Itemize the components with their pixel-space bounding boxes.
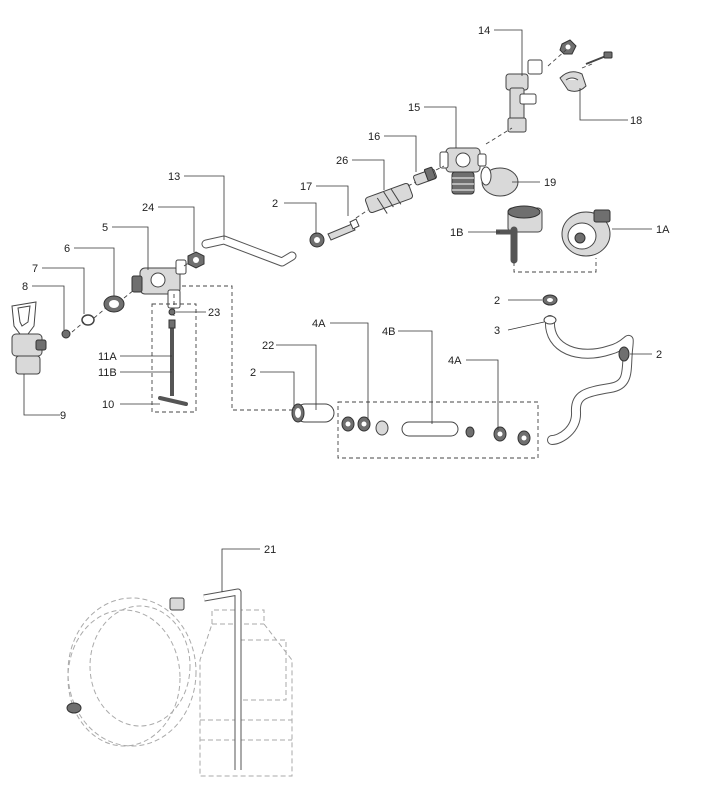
callout-15: 15: [408, 102, 420, 114]
callout-18: 18: [630, 115, 642, 127]
screw-icon: [585, 51, 613, 65]
callout-7: 7: [32, 263, 38, 275]
callout-8: 8: [22, 281, 28, 293]
part-18-clip: [559, 71, 587, 92]
part-6-ring: [103, 295, 125, 313]
part-21-container-assembly: [66, 588, 293, 777]
hose-cap-icon: [169, 597, 185, 611]
part-22-hose-piece: [291, 403, 335, 423]
callout-17: 17: [300, 181, 312, 193]
callout-24: 24: [142, 202, 154, 214]
part-8-washer: [61, 329, 71, 339]
part-26-coupling: [364, 182, 414, 214]
callout-26: 26: [336, 155, 348, 167]
part-4b-tube: [401, 421, 475, 438]
part-1b-adaptor: [496, 205, 543, 264]
callout-19: 19: [544, 177, 556, 189]
part-3-hose: [543, 315, 634, 445]
part-19-cap: [480, 166, 519, 197]
callout-23: 23: [208, 307, 220, 319]
leader-lines: [23, 29, 652, 592]
callout-2-right: 2: [656, 349, 662, 361]
part-2-clamp-top: [309, 232, 325, 248]
callout-6: 6: [64, 243, 70, 255]
callout-13: 13: [168, 171, 180, 183]
callout-labels: 14 15 16 26 17 13 24 5 6 7 8 9 2 23 11A …: [22, 25, 670, 556]
callout-14: 14: [478, 25, 490, 37]
callout-4a-left: 4A: [312, 318, 326, 330]
part-7-oring: [81, 314, 95, 326]
part-4a-connector-right: [493, 426, 531, 446]
part-5-tap-body: [131, 259, 187, 309]
callout-21: 21: [264, 544, 276, 556]
callout-5: 5: [102, 222, 108, 234]
callout-16: 16: [368, 131, 380, 143]
callout-3: 3: [494, 325, 500, 337]
part-4a-connector-left: [341, 416, 389, 436]
callout-2-left: 2: [250, 367, 256, 379]
callout-2-top: 2: [272, 198, 278, 210]
part-13-hose: [201, 235, 297, 267]
callout-1b: 1B: [450, 227, 463, 239]
part-15-valve-body: [439, 147, 487, 195]
part-2-clamp-mid: [542, 294, 558, 306]
callout-4a-right: 4A: [448, 355, 462, 367]
callout-2-mid: 2: [494, 295, 500, 307]
part-16-connector: [413, 166, 437, 186]
part-23-small-seal: [168, 308, 176, 316]
callout-11b: 11B: [98, 367, 117, 379]
callout-9: 9: [60, 410, 66, 422]
part-10-t-handle: [158, 396, 188, 406]
part-11-rod: [168, 319, 176, 396]
part-14-elbow-fitting: [505, 59, 543, 133]
callout-1a: 1A: [656, 224, 670, 236]
callout-10: 10: [102, 399, 114, 411]
part-17-barb-stem: [327, 218, 360, 241]
callout-4b: 4B: [382, 326, 395, 338]
nut-icon: [559, 39, 577, 55]
part-1a-coupler: [561, 209, 611, 257]
callout-22: 22: [262, 340, 274, 352]
callout-11a: 11A: [98, 351, 117, 363]
part-24-nut: [187, 251, 205, 269]
hose-clip-icon: [66, 702, 82, 714]
part-9-tap-handle: [11, 301, 47, 375]
